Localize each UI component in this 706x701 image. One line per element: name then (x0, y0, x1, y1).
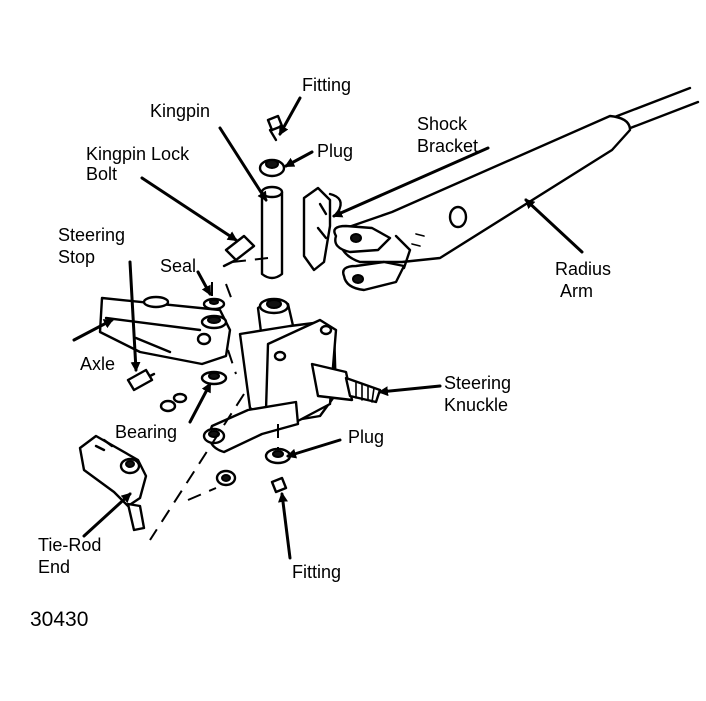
leader-arrows (72, 96, 584, 560)
steering-stop-part (126, 368, 156, 392)
label-kingpin-lock-bolt-line2: Bolt (86, 164, 117, 184)
plug-top-part (258, 158, 286, 178)
axle (98, 295, 232, 366)
label-fitting-top: Fitting (302, 75, 351, 95)
label-seal: Seal (160, 256, 196, 276)
label-kingpin-lock-bolt-line1: Kingpin Lock (86, 144, 190, 164)
figure-code: 30430 (30, 608, 88, 631)
label-tie-rod-end-line2: End (38, 557, 70, 577)
fitting-top-part (266, 114, 284, 142)
label-radius-arm-line1: Radius (555, 259, 611, 279)
label-bearing: Bearing (115, 422, 177, 442)
label-steering-knuckle-line1: Steering (444, 373, 511, 393)
steering-knuckle (202, 297, 382, 454)
label-tie-rod-end-line1: Tie-Rod (38, 535, 101, 555)
nut-parts (159, 392, 237, 487)
bearing-part (200, 370, 228, 386)
label-kingpin: Kingpin (150, 101, 210, 121)
fitting-bottom-part (270, 476, 288, 494)
seal-part (202, 283, 233, 311)
tie-rod-end-part (78, 434, 148, 532)
label-steering-stop-line1: Steering (58, 225, 125, 245)
kingpin-lock-bolt-part (222, 234, 269, 268)
label-steering-stop-line2: Stop (58, 247, 95, 267)
label-fitting-bottom: Fitting (292, 562, 341, 582)
label-radius-arm-line2: Arm (560, 281, 593, 301)
label-plug-bottom: Plug (348, 427, 384, 447)
alignment-dashes (149, 282, 279, 541)
label-axle: Axle (80, 354, 115, 374)
label-steering-knuckle-line2: Knuckle (444, 395, 508, 415)
plug-bottom-part (264, 447, 292, 465)
label-plug-top: Plug (317, 141, 353, 161)
label-shock-bracket-line2: Bracket (417, 136, 478, 156)
radius-arm (333, 86, 700, 292)
label-shock-bracket-line1: Shock (417, 114, 468, 134)
